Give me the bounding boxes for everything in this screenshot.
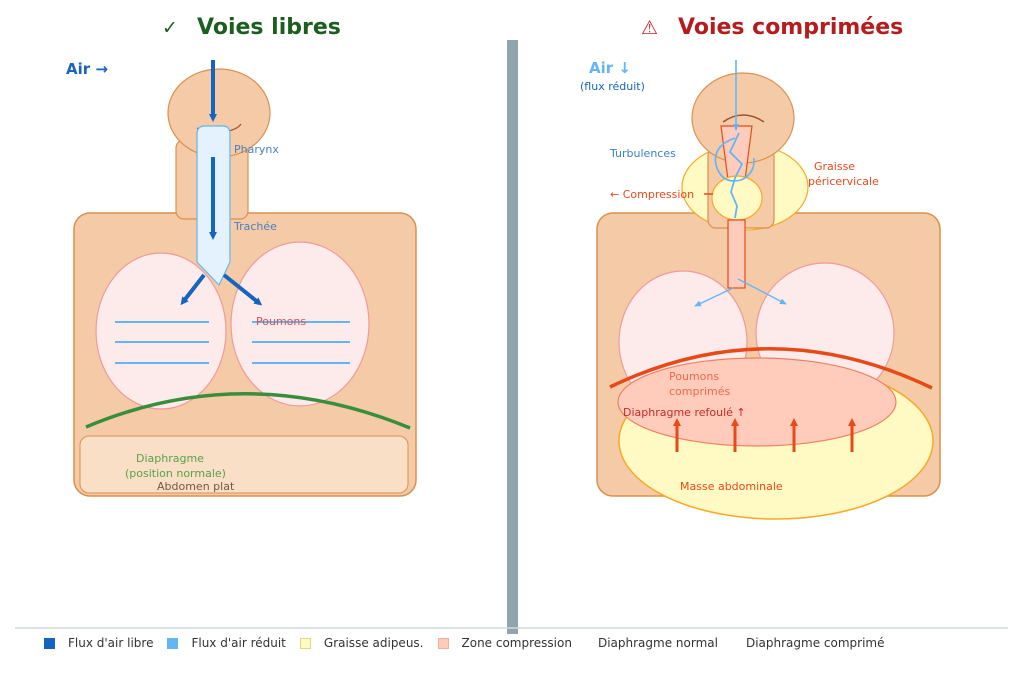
reduced-airflow-right-lung [737, 278, 787, 305]
fat-label: Graisse [814, 160, 855, 173]
legend-item-free-flow: Flux d'air libre [44, 636, 153, 650]
panel-divider [507, 40, 518, 634]
left-lung [95, 252, 227, 410]
legend-item-compression: Zone compression [437, 636, 572, 650]
legend-swatch-fat [299, 637, 311, 649]
legend-swatch-compression [437, 637, 449, 649]
legend-label: Graisse adipeus. [323, 636, 424, 650]
legend-label: Diaphragme comprimé [745, 636, 885, 650]
legend-item-reduced-flow: Flux d'air réduit [167, 636, 286, 650]
fat-compression-nodule [711, 175, 763, 221]
diaphragm-position-label: (position normale) [125, 467, 226, 480]
legend: Flux d'air libre Flux d'air réduit Grais… [44, 636, 900, 650]
abdomen-flat [79, 435, 409, 494]
fat-sublabel: péricervicale [808, 175, 879, 188]
right-panel-title: Voies comprimées [678, 15, 903, 40]
air-reduced-label: Air ↓ [589, 59, 631, 77]
legend-label: Flux d'air libre [68, 636, 154, 650]
legend-label: Diaphragme normal [597, 636, 718, 650]
abdomen-label: Abdomen plat [157, 480, 235, 493]
legend-item-diaphragm-normal: Diaphragme normal [598, 636, 718, 650]
warning-icon: ⚠ [641, 17, 658, 39]
free-airflow-arrows [180, 60, 263, 306]
trachea-label: Trachée [233, 220, 277, 233]
compressed-lungs-sublabel: comprimés [669, 385, 731, 398]
compression-label: ← Compression [610, 188, 694, 201]
legend-label: Zone compression [461, 636, 572, 650]
abdominal-mass-label: Masse abdominale [680, 480, 783, 493]
legend-label: Flux d'air réduit [191, 636, 286, 650]
diaphragm-normal [85, 392, 411, 430]
left-panel: Air → Ph [66, 60, 417, 497]
lungs-label: Poumons [256, 315, 306, 328]
legend-item-diaphragm-compressed: Diaphragme comprimé [746, 636, 885, 650]
check-icon: ✓ [162, 17, 178, 39]
air-label: Air → [66, 60, 108, 78]
legend-swatch-reduced-flow [167, 637, 179, 649]
turbulence-path [728, 132, 744, 219]
mouth [722, 114, 765, 123]
compressed-lung-zone [617, 357, 897, 447]
turbulence-label: Turbulences [609, 147, 676, 160]
compressed-lungs-label: Poumons [669, 370, 719, 383]
diaphragm-label: Diaphragme [136, 452, 204, 465]
right-panel: Air ↓ (flux réduit) [580, 59, 941, 520]
right-lung [230, 241, 370, 407]
trachea-narrow [727, 219, 746, 289]
left-panel-title: Voies libres [197, 15, 341, 40]
legend-swatch-free-flow [44, 637, 55, 649]
lung-bronchi [115, 321, 350, 364]
diaphragm-compressed [609, 347, 933, 390]
upward-pressure-arrows [673, 418, 856, 452]
pharynx-label: Pharynx [234, 143, 279, 156]
legend-item-fat: Graisse adipeus. [299, 636, 424, 650]
reduced-flow-sublabel: (flux réduit) [580, 80, 645, 93]
turbulence-swirl [714, 137, 755, 182]
reduced-airflow-left-lung [694, 287, 734, 307]
diaphragm-pushed-label: Diaphragme refoulé ↑ [623, 406, 746, 419]
